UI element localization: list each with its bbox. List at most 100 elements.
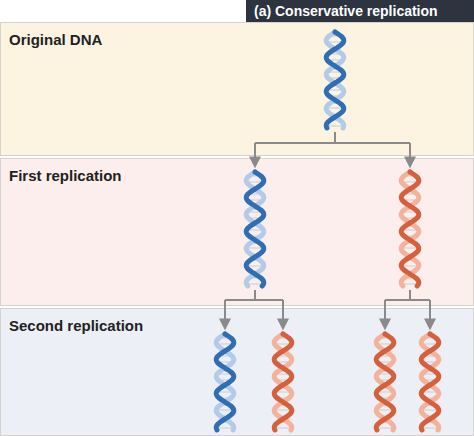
base-pair: [382, 403, 389, 405]
dna-strand: [376, 334, 394, 430]
base-pair: [249, 277, 261, 279]
base-pair: [274, 343, 291, 345]
base-pair: [427, 403, 434, 405]
base-pair: [276, 355, 290, 357]
dna-strand: [376, 334, 394, 430]
base-pair: [404, 235, 416, 237]
dna-helix: [246, 172, 264, 286]
base-pair: [421, 343, 438, 345]
base-pair: [404, 175, 416, 177]
base-pair: [329, 35, 341, 37]
dna-strand: [401, 172, 419, 286]
base-pair: [280, 403, 287, 405]
dna-strand: [274, 334, 292, 430]
base-pair: [408, 223, 411, 225]
base-pair: [246, 247, 264, 249]
base-pair: [326, 125, 344, 127]
dna-strand: [216, 334, 234, 430]
base-pair: [378, 379, 392, 381]
base-pair: [401, 181, 418, 183]
dna-helix: [401, 172, 419, 286]
base-pair: [223, 349, 226, 351]
base-pair: [423, 379, 437, 381]
dna-helix: [326, 32, 344, 128]
base-pair: [250, 253, 259, 255]
branch-arrow: [254, 143, 256, 166]
base-pair: [332, 101, 339, 103]
base-pair: [425, 421, 434, 423]
dna-strand: [326, 32, 344, 128]
base-pair: [423, 355, 437, 357]
base-pair: [217, 373, 233, 375]
base-pair: [326, 89, 343, 91]
base-pair: [218, 379, 232, 381]
base-pair: [330, 119, 339, 121]
stage-band: Second replication: [0, 308, 474, 436]
base-pair: [249, 175, 261, 177]
base-pair: [275, 373, 291, 375]
dna-strand: [246, 172, 264, 286]
base-pair: [278, 421, 287, 423]
base-pair: [223, 385, 226, 387]
base-pair: [246, 181, 263, 183]
base-pair: [276, 379, 290, 381]
base-pair: [216, 343, 233, 345]
base-pair: [425, 415, 434, 417]
base-pair: [377, 361, 393, 363]
dna-strand: [401, 172, 419, 286]
base-pair: [402, 211, 418, 213]
base-pair: [376, 427, 394, 429]
base-pair: [403, 193, 417, 195]
base-pair: [333, 47, 336, 49]
dna-strand: [421, 334, 439, 430]
stage-label: Original DNA: [9, 31, 102, 48]
base-pair: [326, 107, 344, 109]
branch-arrow: [282, 300, 284, 328]
base-pair: [327, 59, 343, 61]
base-pair: [330, 113, 339, 115]
base-pair: [218, 355, 232, 357]
base-pair: [248, 193, 262, 195]
dna-helix: [376, 334, 394, 430]
base-pair: [378, 355, 392, 357]
base-pair: [421, 427, 439, 429]
base-pair: [329, 95, 341, 97]
stage-label: First replication: [9, 167, 122, 184]
base-pair: [402, 199, 418, 201]
base-pair: [421, 391, 438, 393]
base-pair: [383, 349, 386, 351]
base-pair: [401, 247, 419, 249]
stage-label: Second replication: [9, 317, 143, 334]
base-pair: [216, 427, 234, 429]
branch-arrow: [409, 143, 411, 166]
base-pair: [428, 349, 431, 351]
branch-arrow: [224, 300, 226, 328]
dna-strand: [246, 172, 264, 286]
base-pair: [328, 77, 342, 79]
base-pair: [376, 391, 393, 393]
base-pair: [379, 337, 391, 339]
diagram-title: (a) Conservative replication: [254, 3, 438, 19]
dna-helices: [216, 32, 439, 430]
dna-helix: [216, 334, 234, 430]
base-pair: [383, 385, 386, 387]
base-pair: [253, 187, 256, 189]
base-pair: [422, 373, 438, 375]
base-pair: [407, 241, 414, 243]
base-pair: [219, 397, 231, 399]
base-pair: [405, 259, 414, 261]
base-pair: [246, 229, 263, 231]
dna-strand: [274, 334, 292, 430]
base-pair: [333, 83, 336, 85]
base-pair: [217, 361, 233, 363]
base-pair: [275, 361, 291, 363]
branch-line: [385, 290, 430, 300]
dna-strand: [326, 32, 344, 128]
base-pair: [380, 415, 389, 417]
base-pair: [405, 253, 414, 255]
stage-band: First replication: [0, 158, 474, 306]
base-pair: [253, 223, 256, 225]
base-pair: [327, 71, 343, 73]
base-pair: [248, 217, 262, 219]
